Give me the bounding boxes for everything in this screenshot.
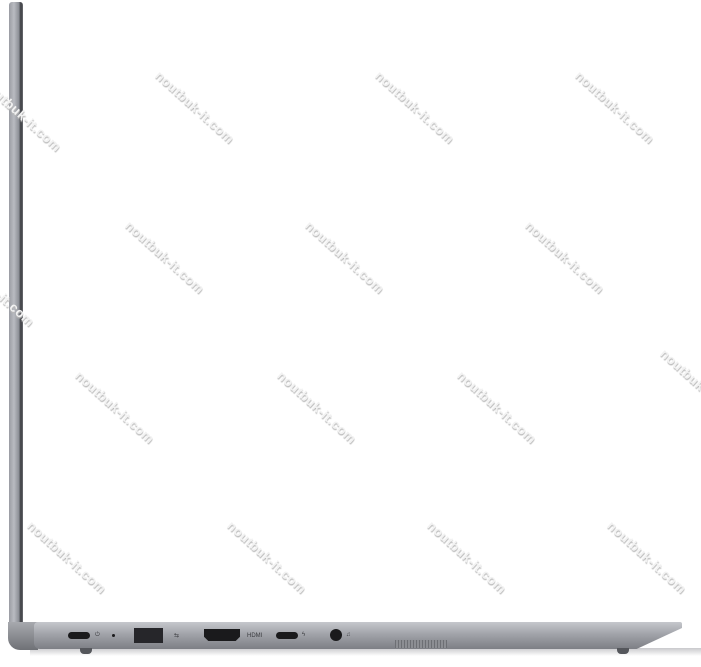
watermark-text: noutbuk-it.com — [122, 217, 208, 297]
laptop-base — [34, 622, 682, 649]
laptop-lid — [9, 2, 23, 642]
watermark-text: noutbuk-it.com — [424, 517, 510, 597]
usb-c-power-port — [68, 632, 90, 639]
watermark-text: noutbuk-it.com — [24, 517, 110, 597]
laptop-hinge — [8, 622, 38, 650]
watermark-text: noutbuk-it.com — [572, 67, 658, 147]
hdmi-label: HDMI — [247, 633, 263, 639]
thunderbolt-icon: ϟ — [302, 632, 306, 638]
watermark-text: noutbuk-it.com — [604, 517, 690, 597]
rear-foot — [617, 648, 629, 654]
watermark-text: noutbuk-it.com — [72, 367, 158, 447]
watermark-text: noutbuk-it.com — [454, 367, 540, 447]
speaker-grille — [395, 640, 447, 648]
watermark-text: noutbuk-it.com — [302, 217, 388, 297]
watermark-text: noutbuk-it.com — [152, 67, 238, 147]
power-icon: ⏻ — [95, 632, 100, 638]
shadow — [30, 648, 701, 656]
watermark-text: noutbuk-it.com — [224, 517, 310, 597]
usb-a-port — [134, 628, 163, 643]
led-indicator — [112, 634, 115, 637]
watermark-text: noutbuk-it.com — [657, 345, 701, 425]
front-foot — [80, 648, 92, 654]
hdmi-port — [204, 629, 240, 641]
usb-c-thunderbolt-port — [276, 632, 298, 639]
headphone-icon: ♫ — [346, 632, 351, 638]
usb-ss-icon: ⇆ — [174, 633, 180, 639]
watermark-text: noutbuk-it.com — [372, 67, 458, 147]
watermark-text: noutbuk-it.com — [522, 217, 608, 297]
audio-jack — [330, 629, 342, 641]
watermark-text: noutbuk-it.com — [274, 367, 360, 447]
